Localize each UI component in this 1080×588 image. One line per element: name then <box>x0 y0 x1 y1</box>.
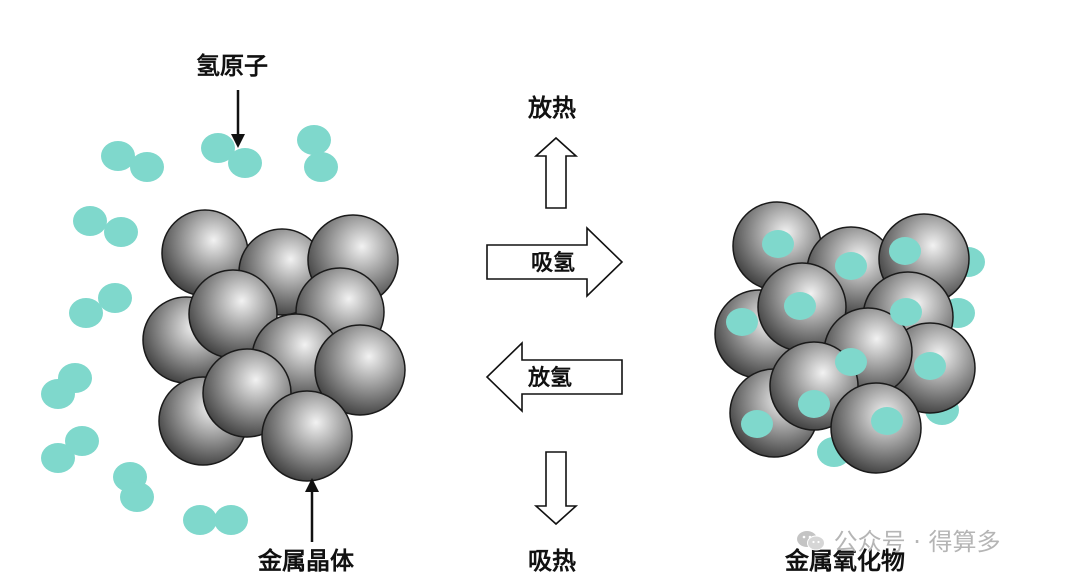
hydrogen-atom <box>73 206 107 236</box>
metal-crystal-label: 金属晶体 <box>258 547 354 575</box>
crystal-pointer-arrow <box>305 478 319 542</box>
exotherm-label: 放热 <box>528 94 576 122</box>
hydrogen-atom <box>130 152 164 182</box>
hydrogen-atoms-left <box>41 125 338 535</box>
watermark: 公众号 · 得算多 <box>796 530 1001 554</box>
hydrogen-atom <box>835 252 867 280</box>
exotherm-up-arrow <box>533 136 579 209</box>
metal-hydride-spheres <box>714 201 976 474</box>
absorb-arrow <box>486 226 624 298</box>
hydrogen-atom <box>101 141 135 171</box>
hydrogen-atom <box>297 125 331 155</box>
release-arrow-label: 放氢 <box>527 365 572 391</box>
hydrogen-atom <box>214 505 248 535</box>
hydrogen-atom <box>889 237 921 265</box>
hydrogen-atom <box>890 298 922 326</box>
hydrogen-atom <box>104 217 138 247</box>
hydrogen-atom <box>304 152 338 182</box>
watermark-text: 公众号 · 得算多 <box>833 528 1001 556</box>
metal-atom <box>314 324 406 416</box>
metal-atom <box>261 390 353 482</box>
hydrogen-atom <box>69 298 103 328</box>
hydrogen-atom <box>914 352 946 380</box>
hydrogen-atom <box>835 348 867 376</box>
endotherm-label: 吸热 <box>528 547 576 575</box>
hydrogen-atom <box>741 410 773 438</box>
hydrogen-atom <box>726 308 758 336</box>
hydrogen-atom <box>98 283 132 313</box>
hydrogen-atom-label: 氢原子 <box>196 52 268 80</box>
hydrogen-pointer-arrow <box>231 90 245 148</box>
wechat-icon <box>796 530 826 552</box>
hydrogen-atom <box>120 482 154 512</box>
metal-hydride-label: 金属氧化物 <box>785 547 905 575</box>
hydrogen-atom <box>784 292 816 320</box>
hydrogen-atom <box>183 505 217 535</box>
hydrogen-atom <box>41 443 75 473</box>
release-arrow <box>485 341 623 413</box>
metal-crystal-spheres <box>142 209 406 482</box>
absorb-arrow-label: 吸氢 <box>531 250 575 276</box>
hydrogen-atom <box>871 407 903 435</box>
hydrogen-atom <box>65 426 99 456</box>
hydrogen-atom <box>201 133 235 163</box>
hydrogen-atom <box>228 148 262 178</box>
hydrogen-atom <box>762 230 794 258</box>
hydrogen-atom <box>58 363 92 393</box>
endotherm-down-arrow <box>533 451 579 526</box>
hydrogen-atom <box>798 390 830 418</box>
